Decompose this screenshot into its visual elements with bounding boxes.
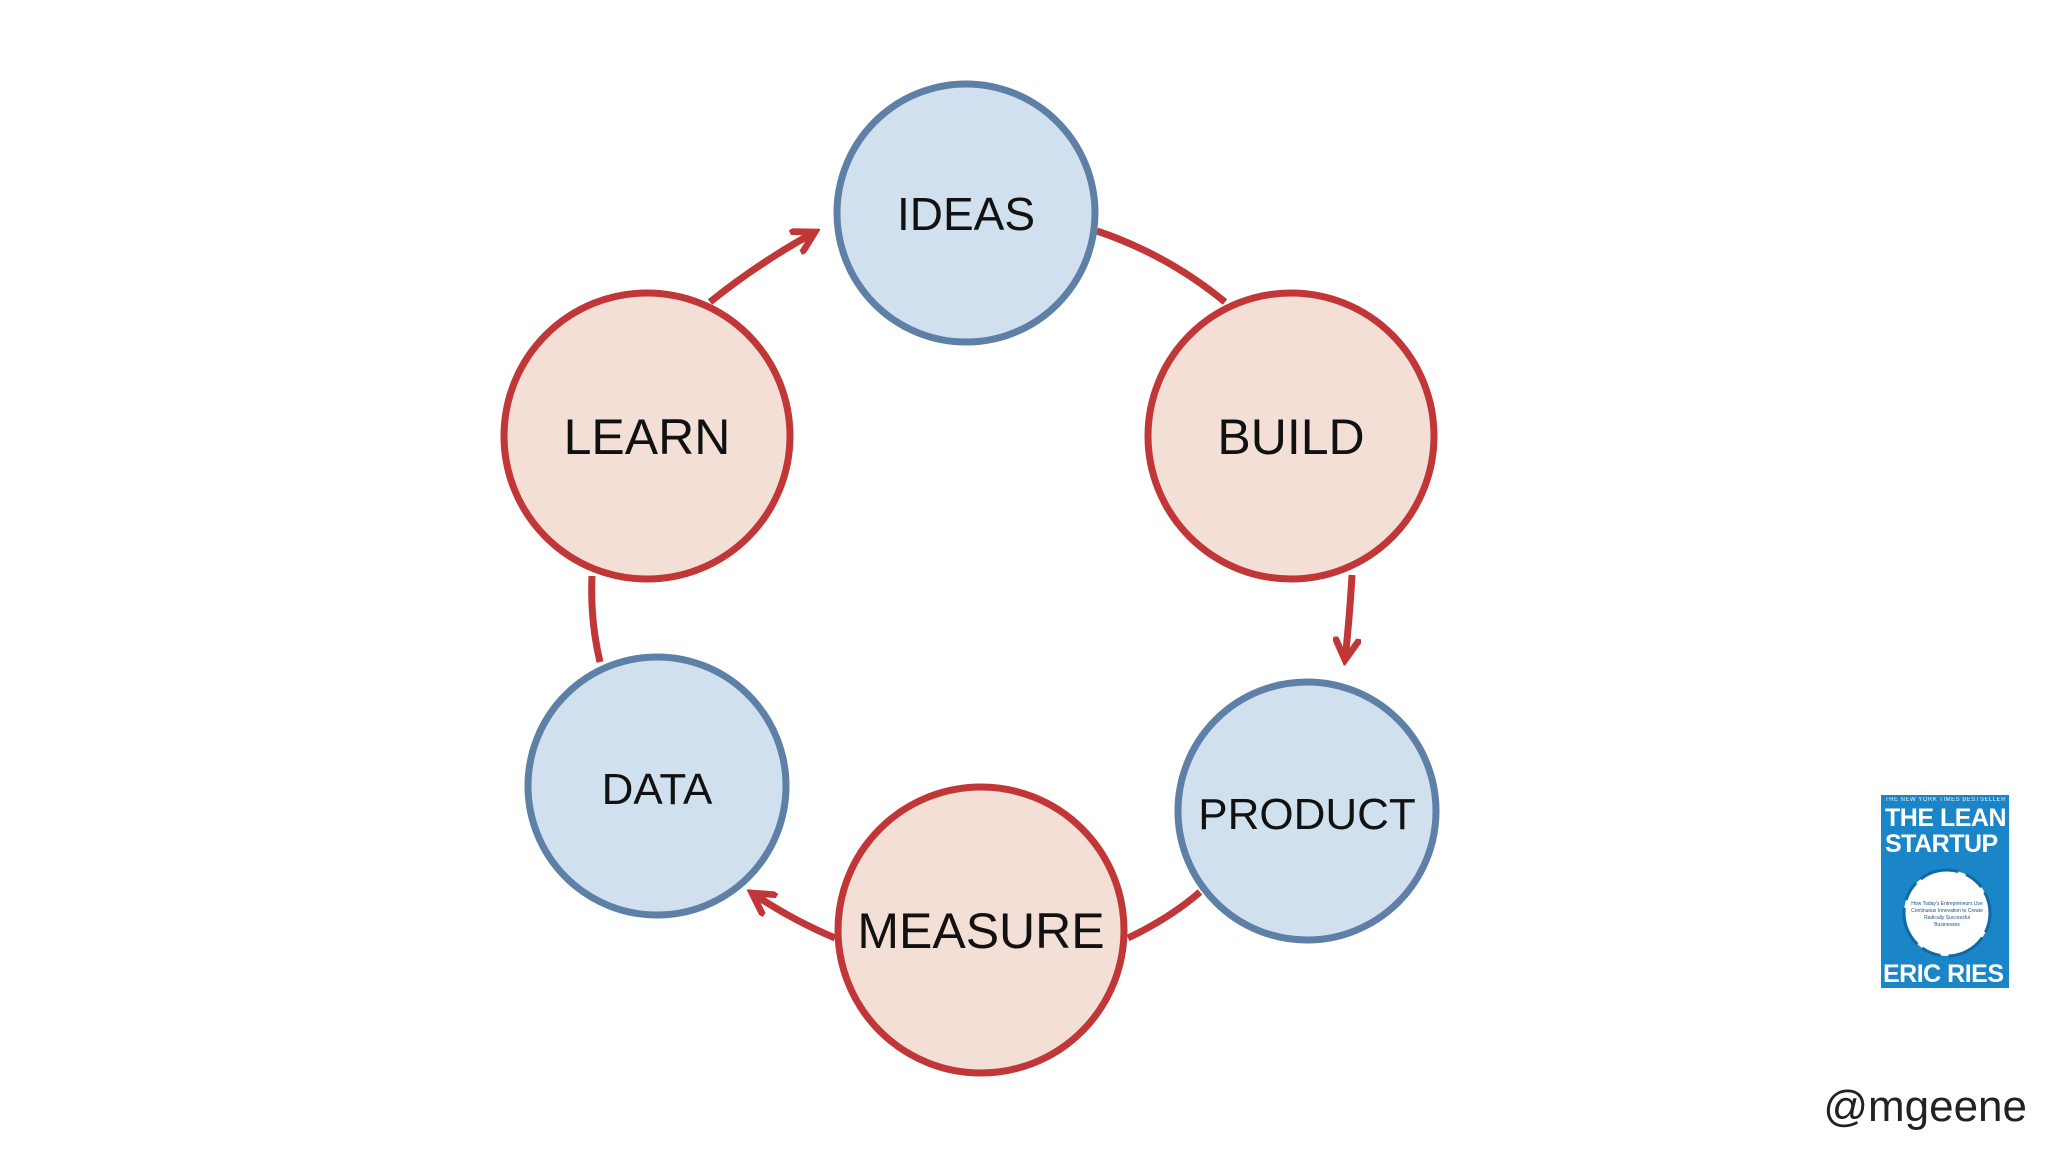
arrow-learn-to-ideas <box>707 232 815 305</box>
node-learn-circle <box>500 289 794 583</box>
node-measure: MEASURE <box>834 783 1128 1077</box>
node-ideas-circle <box>833 80 1099 346</box>
node-build: BUILD <box>1144 289 1438 583</box>
book-title-line-1: THE LEAN <box>1885 804 2007 832</box>
node-learn-label: LEARN <box>564 409 731 465</box>
book-author: ERIC RIES <box>1883 960 2004 988</box>
book-title: THE LEAN STARTUP <box>1885 805 2007 857</box>
connectors <box>588 227 1352 942</box>
arrow-build-to-product <box>1345 574 1352 660</box>
node-product-label: PRODUCT <box>1198 790 1416 839</box>
node-product: PRODUCT <box>1174 678 1440 944</box>
book-title-line-2: STARTUP <box>1885 830 1998 858</box>
node-data-label: DATA <box>602 765 713 814</box>
book-ring-icon <box>1902 868 1992 958</box>
book-cover-image: THE NEW YORK TIMES BESTSELLER THE LEAN S… <box>1881 795 2009 988</box>
node-measure-label: MEASURE <box>857 903 1104 959</box>
node-data: DATA <box>524 653 790 919</box>
node-data-circle <box>524 653 790 919</box>
arrow-measure-to-data <box>752 893 837 942</box>
node-measure-circle <box>834 783 1128 1077</box>
node-ideas-label: IDEAS <box>897 188 1035 240</box>
node-ideas: IDEAS <box>833 80 1099 346</box>
node-product-circle <box>1174 678 1440 944</box>
node-build-label: BUILD <box>1217 409 1364 465</box>
arrow-ideas-to-build <box>1095 227 1228 305</box>
arrow-product-to-measure <box>1126 889 1203 942</box>
book-tagline: THE NEW YORK TIMES BESTSELLER <box>1885 797 2005 803</box>
node-build-circle <box>1144 289 1438 583</box>
node-learn: LEARN <box>500 289 794 583</box>
arrow-data-to-learn <box>588 575 604 663</box>
book-blurb: How Today's Entrepreneurs Use Continuous… <box>1911 901 1983 928</box>
author-handle: @mgeene <box>1823 1082 2027 1131</box>
